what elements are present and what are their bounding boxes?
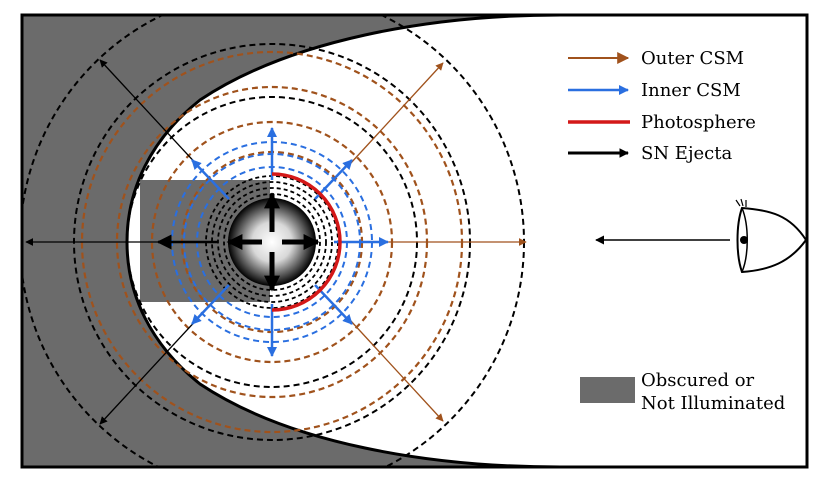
frame-border — [20, 13, 809, 469]
photosphere — [271, 172, 342, 312]
sn-core — [228, 198, 316, 286]
legend-label-photosphere: Photosphere — [641, 112, 756, 133]
inner-csm-arrow — [314, 159, 353, 200]
legend: Outer CSM Inner CSM Photosphere SN Eject… — [568, 48, 785, 414]
outer-csm-rays — [349, 62, 527, 422]
legend-label-sn-ejecta: SN Ejecta — [641, 143, 732, 164]
inner-csm-arrow — [314, 284, 353, 325]
outer-csm-ray — [349, 319, 444, 422]
legend-swatch-obscured — [580, 377, 635, 403]
legend-label-outer-csm: Outer CSM — [641, 48, 744, 69]
legend-label-obscured-line1: Obscured or — [641, 370, 755, 391]
ejecta-inner-shell — [211, 181, 333, 303]
inner-csm-arrow — [191, 284, 230, 325]
core-ejecta-arrows — [226, 192, 320, 292]
eye-icon — [735, 198, 807, 274]
inner-csm-arrows — [191, 127, 389, 357]
legend-label-inner-csm: Inner CSM — [641, 80, 741, 101]
legend-label-obscured-line2: Not Illuminated — [641, 393, 785, 414]
inner-csm-arrow — [191, 159, 230, 200]
outer-csm-ray — [349, 62, 444, 165]
